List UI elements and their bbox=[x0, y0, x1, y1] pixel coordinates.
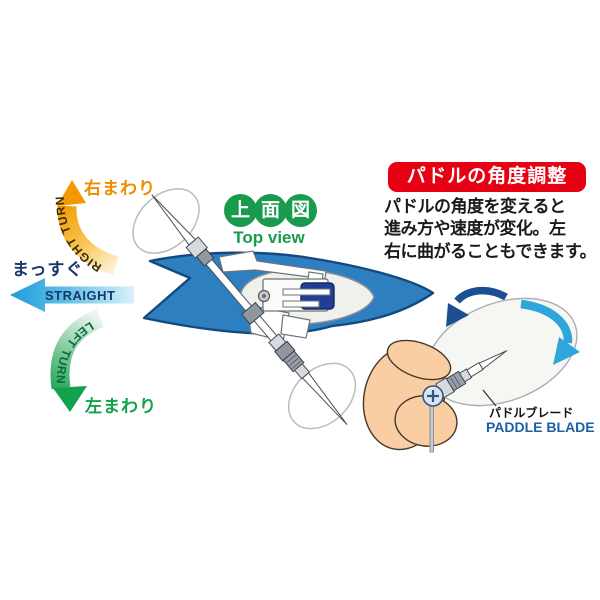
held-paddle-shaft bbox=[435, 350, 508, 399]
thumb bbox=[386, 339, 452, 381]
badge-char-2: 面 bbox=[254, 194, 287, 227]
panel-body-line-2: 進み方や速度が変化。左 bbox=[384, 219, 566, 239]
upper-paddle-blade-outline bbox=[132, 188, 200, 254]
left-turn-arrow-label: LEFT TURN bbox=[54, 319, 96, 385]
hand-illustration bbox=[362, 339, 458, 451]
paddle-blade-demo-illustration bbox=[362, 286, 580, 453]
deck-screw-center bbox=[261, 293, 267, 299]
paddle-blade-label-jp: パドルブレード bbox=[489, 406, 574, 420]
top-view-badge: 上 面 図 Top view bbox=[224, 194, 317, 248]
straight-arrow bbox=[10, 278, 134, 312]
rotation-arrow-dark bbox=[446, 286, 508, 327]
boat-top-view-illustration bbox=[132, 188, 435, 430]
left-turn-label-jp: 左まわり bbox=[85, 397, 157, 416]
badge-char-3: 図 bbox=[284, 194, 317, 227]
panel-body-line-3: 右に曲がることもできます。 bbox=[384, 241, 597, 261]
rotation-arrow-light bbox=[520, 299, 580, 365]
left-turn-arrowhead bbox=[53, 386, 87, 412]
right-turn-arrowhead bbox=[57, 180, 86, 206]
callout-pointer-line bbox=[482, 389, 497, 407]
right-turn-label-jp: 右まわり bbox=[84, 179, 156, 198]
svg-text:LEFT TURN: LEFT TURN bbox=[54, 319, 97, 385]
chassis-slot-2 bbox=[282, 300, 320, 308]
rudder-bracket-arm bbox=[218, 250, 327, 280]
paddle-shaft bbox=[151, 194, 348, 425]
shaft-rod bbox=[429, 399, 434, 453]
panel-body-text: パドルの角度を変えると 進み方や速度が変化。左 右に曲がることもできます。 bbox=[384, 196, 597, 263]
badge-char-1: 上 bbox=[224, 194, 257, 227]
straight-label-en: STRAIGHT bbox=[45, 288, 116, 303]
paddle-blade-label-en: PADDLE BLADE bbox=[486, 419, 595, 435]
straight-label-jp: まっすぐ bbox=[12, 260, 84, 279]
under-deck-bracket-2 bbox=[280, 314, 311, 339]
top-view-badge-subtitle: Top view bbox=[233, 228, 305, 247]
panel-body-line-1: パドルの角度を変えると bbox=[384, 197, 566, 216]
panel-title: パドルの角度調整 bbox=[388, 162, 586, 192]
chassis-slot-1 bbox=[282, 288, 331, 296]
top-view-badge-circles: 上 面 図 bbox=[224, 194, 317, 227]
